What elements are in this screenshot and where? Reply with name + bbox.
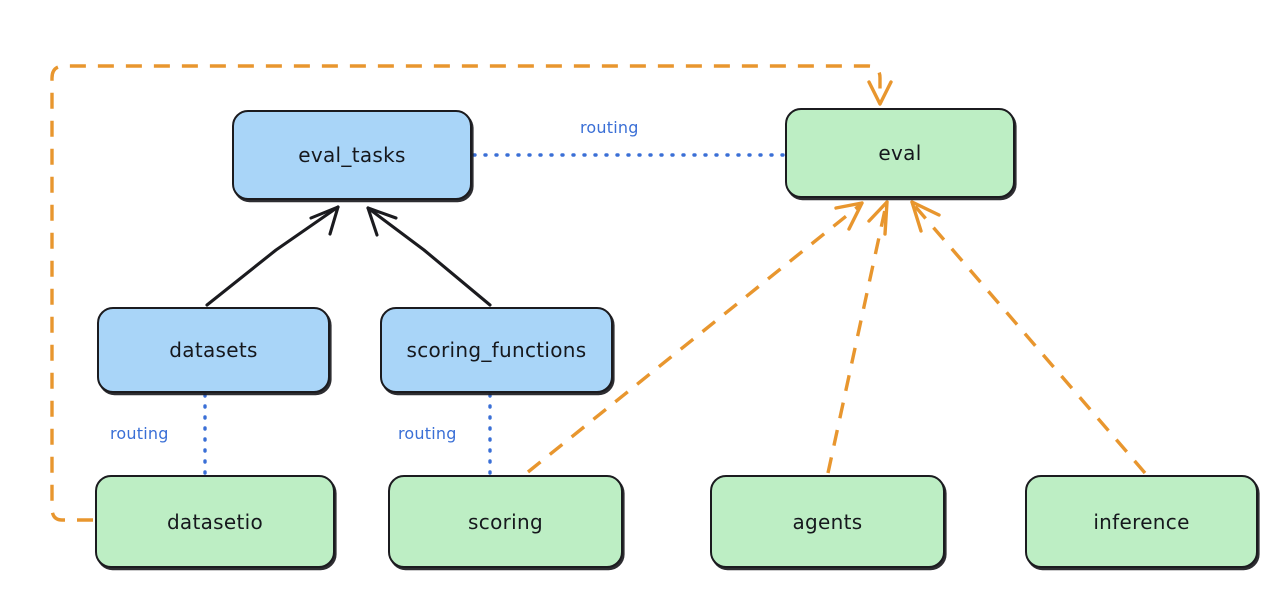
- node-scoring-functions[interactable]: scoring_functions: [380, 307, 613, 393]
- arrowhead-icon: [309, 205, 340, 236]
- node-eval-tasks[interactable]: eval_tasks: [232, 110, 472, 200]
- node-label: eval: [878, 141, 922, 165]
- node-label: datasetio: [166, 509, 264, 534]
- edge-scoring_functions-to-eval_tasks: [366, 206, 492, 307]
- edge-label-routing-scoring-functions-scoring: routing: [398, 424, 457, 443]
- edge-datasets-to-eval_tasks: [205, 205, 340, 307]
- edge-label-routing-datasets-datasetio: routing: [110, 424, 169, 443]
- node-label: eval_tasks: [298, 143, 406, 167]
- node-label: datasets: [169, 338, 258, 362]
- node-label: inference: [1093, 509, 1190, 534]
- arrowhead-icon: [867, 200, 889, 236]
- arrowhead-icon: [867, 80, 893, 106]
- edge-inference-to-eval: [910, 200, 1147, 475]
- node-label: agents: [792, 509, 863, 534]
- node-agents[interactable]: agents: [710, 475, 945, 568]
- node-inference[interactable]: inference: [1025, 475, 1258, 568]
- arrowhead-icon: [834, 201, 864, 231]
- arrowhead-icon: [910, 200, 941, 233]
- node-datasets[interactable]: datasets: [97, 307, 330, 393]
- edge-agents-to-eval: [826, 200, 889, 474]
- node-eval[interactable]: eval: [785, 108, 1015, 198]
- node-scoring[interactable]: scoring: [388, 475, 623, 568]
- node-label: scoring_functions: [406, 338, 587, 362]
- edge-label-routing-eval-tasks-eval: routing: [580, 118, 639, 137]
- node-datasetio[interactable]: datasetio: [95, 475, 335, 568]
- node-label: scoring: [468, 509, 543, 534]
- arrowhead-icon: [366, 206, 398, 237]
